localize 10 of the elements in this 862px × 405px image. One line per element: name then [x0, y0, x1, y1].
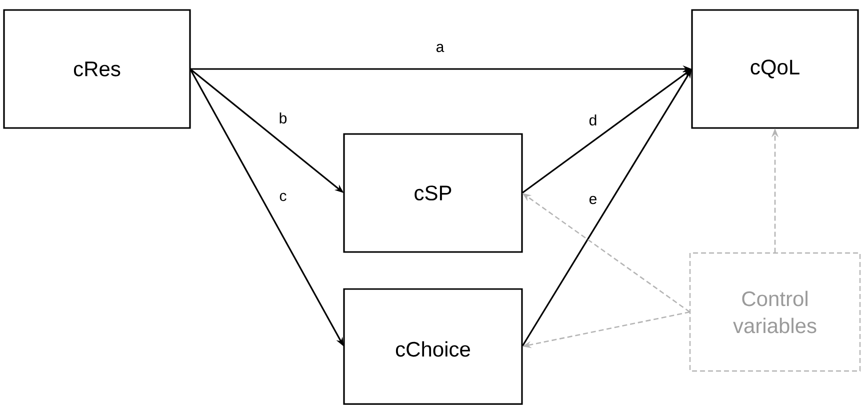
- edge-label: b: [278, 112, 288, 124]
- edge-label: e: [588, 194, 598, 206]
- edge-label: c: [278, 192, 288, 202]
- control-box: Control variables: [689, 252, 861, 372]
- variable-box: cQoL: [691, 9, 859, 129]
- variable-box: cChoice: [343, 288, 523, 405]
- variable-box: cRes: [3, 9, 191, 129]
- edge-label: d: [588, 114, 598, 126]
- edge-label: a: [434, 42, 446, 54]
- variable-box: cSP: [343, 133, 523, 253]
